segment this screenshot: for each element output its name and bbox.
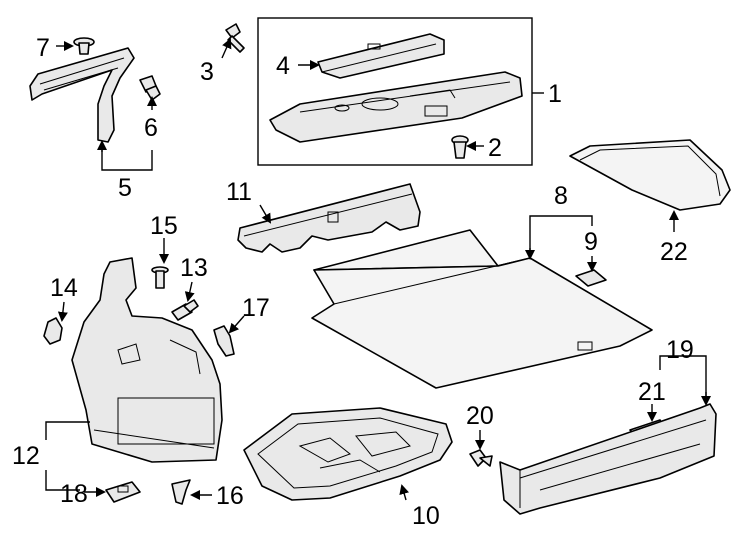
callout-6: 6 [144,114,158,142]
part-11-rear-trim-cover [237,183,421,253]
callout-12: 12 [12,442,40,470]
leader-13 [184,281,195,302]
part-2-clip [451,135,469,159]
callout-19: 19 [666,336,694,364]
callout-16: 16 [216,482,244,510]
part-4-cover-panel [317,33,445,79]
leader-5 [101,150,153,171]
part-18-clip-plate [105,481,141,503]
callout-5: 5 [118,174,132,202]
callout-1: 1 [548,80,562,108]
part-12-quarter-trim [71,257,223,463]
callout-20: 20 [466,402,494,430]
callout-21: 21 [638,378,666,406]
part-1-floor-trim-panel [269,71,523,143]
part-13-bolt [171,299,199,321]
callout-8: 8 [554,182,568,210]
part-5-side-trim [29,47,135,143]
leader-11 [259,204,272,224]
part-22-panel [569,139,731,211]
leader-14 [57,301,68,322]
callout-3: 3 [200,58,214,86]
leader-19 [659,355,707,396]
part-17-clip [213,325,235,357]
callout-7: 7 [36,34,50,62]
callout-9: 9 [584,228,598,256]
leader-17 [228,315,245,334]
part-20-clip [469,449,493,467]
part-9-pad [575,269,607,287]
leader-12b [45,470,80,491]
part-3-bolt [225,23,245,53]
leader-10 [399,484,410,501]
assembly-box-1 [257,17,533,166]
part-14-clip [43,317,63,345]
leader-12 [45,421,90,440]
callout-11: 11 [226,178,252,206]
part-10-storage-tray [243,407,453,501]
part-6-clip [139,75,161,101]
part-7-push-pin [73,37,95,55]
callout-15: 15 [150,212,178,240]
leader-3 [221,38,232,59]
part-16-push-clip [171,479,191,505]
callout-17: 17 [242,294,270,322]
part-15-bolt [151,266,169,289]
callout-2: 2 [488,134,502,162]
leader-8 [529,215,593,256]
callout-18: 18 [60,480,88,508]
callout-10: 10 [412,502,440,530]
part-8-deck-board [311,229,653,389]
callout-22: 22 [660,238,688,266]
callout-13: 13 [180,254,208,282]
part-19-sill-trim [499,403,717,515]
callout-14: 14 [50,274,78,302]
callout-4: 4 [276,52,290,80]
